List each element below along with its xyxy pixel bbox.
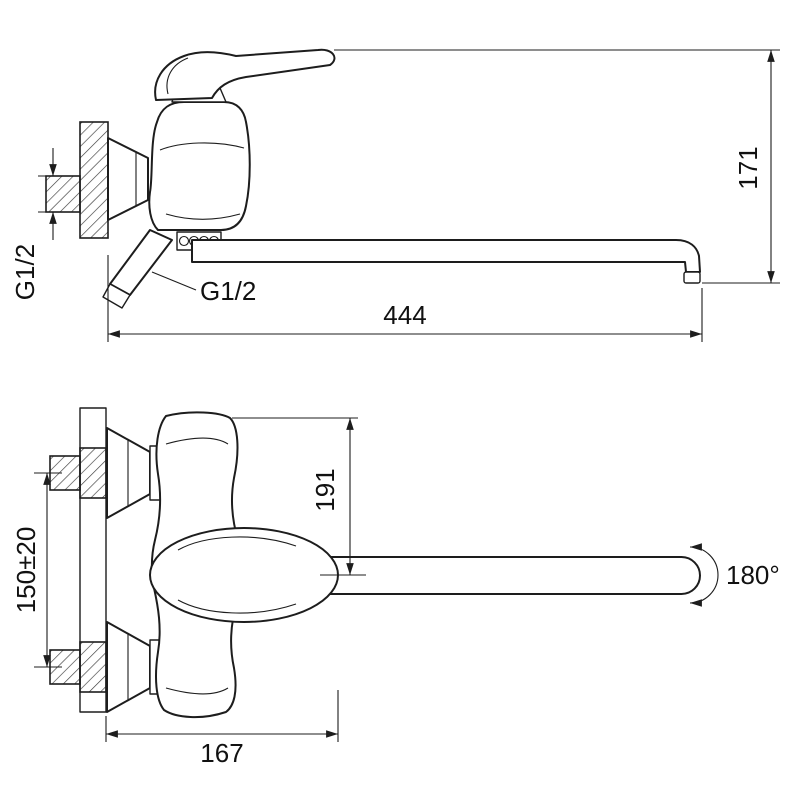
dimension-spout-thread: G1/2: [151, 271, 256, 306]
body-form-line: [159, 142, 245, 151]
spout-thread-label: G1/2: [200, 276, 256, 306]
dimension-width-167: 167: [105, 690, 339, 768]
dimension-height-191: 191: [232, 417, 366, 576]
height-dim-label: 171: [733, 146, 763, 189]
wall-hatch-top: [79, 447, 107, 499]
body-form-line: [165, 213, 241, 220]
side-view: G1/2 G1/2 171 444: [10, 48, 780, 342]
dimension-length-444: 444: [107, 255, 703, 342]
mount-spacing-label: 150±20: [11, 527, 41, 614]
swivel-indicator: 180°: [689, 543, 780, 607]
front-view: 180° 191 150±20 167: [11, 407, 780, 768]
spout-aerator: [683, 271, 701, 284]
shower-outlet-thread: [102, 283, 131, 309]
dimension-inlet-thread: G1/2: [10, 148, 66, 300]
body-front-form-line: [165, 687, 229, 695]
escutcheon-flange: [107, 137, 149, 221]
inlet-thread-label: G1/2: [10, 244, 40, 300]
body-width-label: 167: [200, 738, 243, 768]
supply-pipe-section: [45, 175, 81, 213]
wall-hatch-bottom: [79, 641, 107, 693]
wall-section: [79, 121, 109, 239]
spout-side: [191, 239, 701, 273]
handle-form-line: [166, 57, 189, 95]
dimension-mount-spacing: 150±20: [11, 472, 62, 668]
spout-front: [309, 556, 701, 595]
handle-knob-front: [149, 527, 339, 623]
shower-outlet: [109, 229, 173, 296]
body-front-form-line: [165, 437, 229, 445]
length-dim-label: 444: [383, 300, 426, 330]
body-height-label: 191: [310, 468, 340, 511]
lever-handle-side: [154, 48, 336, 101]
knob-form-line: [177, 599, 297, 614]
bearing-ball: [178, 235, 190, 247]
mixer-body-side: [148, 101, 251, 231]
knob-form-line: [177, 536, 297, 551]
dimension-height-171: 171: [334, 49, 780, 284]
swivel-angle-label: 180°: [726, 560, 780, 590]
